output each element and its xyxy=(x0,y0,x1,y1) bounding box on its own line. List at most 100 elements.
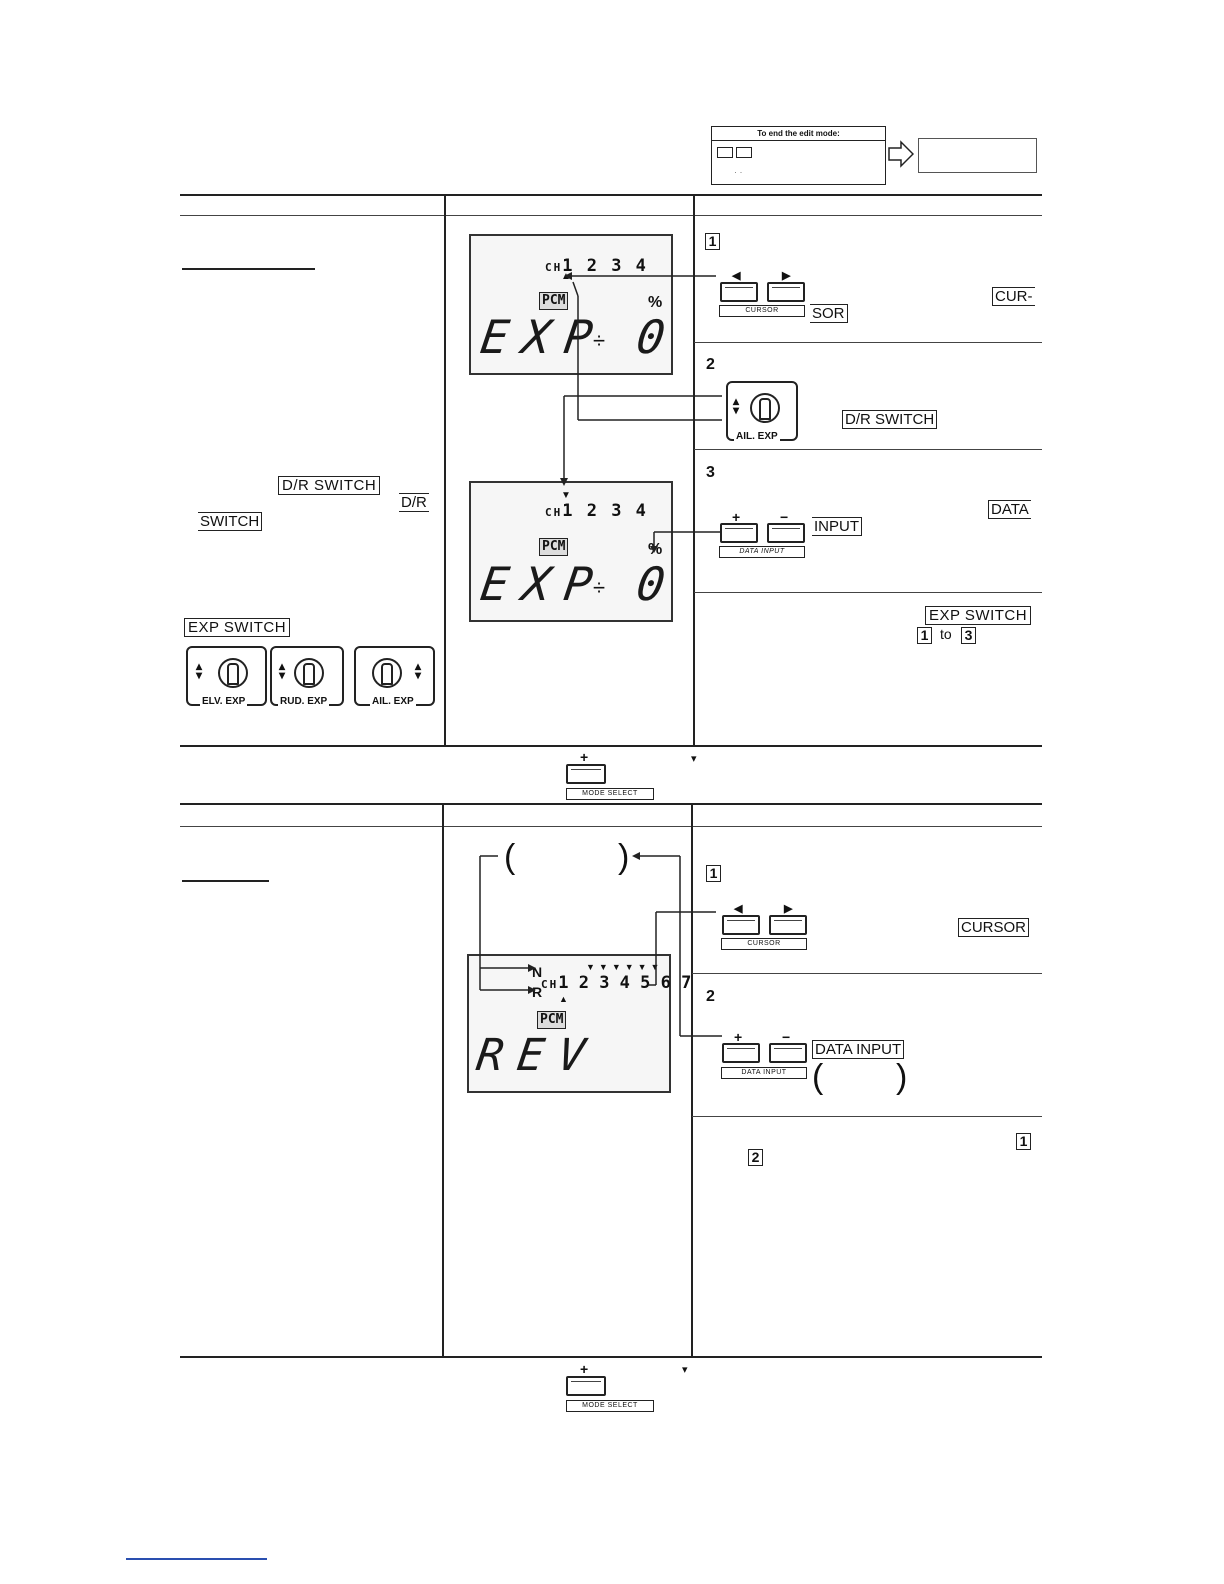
minus-icon: − xyxy=(782,1029,791,1045)
section1-bottom-rule xyxy=(180,745,1042,747)
ail-exp-switch-step2[interactable]: ▴▾ AIL. EXP xyxy=(726,381,798,442)
lcd-divider: ÷ xyxy=(593,328,606,353)
cursor-right-button[interactable] xyxy=(767,282,805,302)
note-ref-1: 1 xyxy=(1016,1133,1031,1150)
plus-button[interactable] xyxy=(720,523,758,543)
s2-step1-separator xyxy=(692,973,1042,974)
step3-number: 3 xyxy=(706,464,715,481)
section2-header-rule xyxy=(180,826,1042,827)
pcm-indicator: PCM xyxy=(539,292,569,310)
step3-separator xyxy=(694,592,1042,593)
rud-exp-switch[interactable]: ▴▾ RUD. EXP xyxy=(270,646,344,707)
lcd-value: 0 xyxy=(633,557,683,611)
switch-label: RUD. EXP xyxy=(278,696,330,707)
section2-col-divider-2 xyxy=(691,803,693,1357)
note-ref-2: 2 xyxy=(748,1149,763,1166)
cursor-left-arrow-icon: ◀ xyxy=(734,903,743,915)
section2-col-divider-1 xyxy=(442,803,444,1357)
exp-switch-label: EXP SWITCH xyxy=(184,618,291,637)
plus-icon: + xyxy=(734,1029,743,1045)
mode-select-label: MODE SELECT xyxy=(566,1400,654,1412)
pcm-indicator: PCM xyxy=(537,1011,567,1029)
channel-cursor-arrow-icon: ▼ xyxy=(561,490,571,501)
channel-cursor-arrow-icon: ▲ xyxy=(561,271,571,282)
lcd-mode-text: EXP xyxy=(477,557,610,611)
dr-switch-ref: D/R SWITCH xyxy=(278,476,381,495)
plus-button[interactable] xyxy=(722,1043,760,1063)
section1-top-rule xyxy=(180,194,1042,196)
switch-label: ELV. EXP xyxy=(200,696,248,707)
dr-switch-ref-step2: D/R SWITCH xyxy=(842,410,938,429)
r-indicator: R xyxy=(532,984,543,1000)
cursor-ref-part1: CUR- xyxy=(992,287,1035,306)
ch-text: CH xyxy=(545,261,563,274)
ch-text: CH xyxy=(545,506,563,519)
channel-numbers: 1 2 3 4 5 6 7 xyxy=(558,973,692,993)
mode-select-button[interactable] xyxy=(566,764,606,784)
minus-icon: − xyxy=(780,509,789,525)
edit-mode-key-icon xyxy=(717,147,733,158)
up-down-arrow-icon: ▴▾ xyxy=(414,659,422,682)
plus-icon: + xyxy=(580,749,589,765)
open-paren: ( xyxy=(812,1058,824,1096)
channel-numbers: 1 2 3 4 xyxy=(562,501,648,521)
section2-heading-underline xyxy=(182,880,269,882)
section1-col-divider-1 xyxy=(444,194,446,747)
edit-mode-dots: · · xyxy=(734,167,743,177)
minus-button[interactable] xyxy=(767,523,805,543)
cursor-ref-part2: SOR xyxy=(810,304,848,323)
up-down-arrow-icon: ▴▾ xyxy=(278,659,286,682)
section2-top-rule xyxy=(180,803,1042,805)
step2-separator xyxy=(694,449,1042,450)
cursor-right-button[interactable] xyxy=(769,915,807,935)
close-paren: ) xyxy=(896,1058,908,1096)
edit-mode-box: To end the edit mode: · · xyxy=(711,126,886,185)
toggle-switch-icon xyxy=(294,658,324,688)
hollow-right-arrow-icon xyxy=(888,140,914,168)
lcd-display-reverse: N ▼▼▼▼▼▼ CH1 2 3 4 5 6 7 R ▲ PCM REV xyxy=(467,954,691,1093)
edit-mode-result-box xyxy=(918,138,1037,173)
lcd-divider: ÷ xyxy=(593,575,606,600)
exp-switch-ref: EXP SWITCH xyxy=(925,606,1032,625)
switch-label: AIL. EXP xyxy=(370,696,416,707)
section1-heading-underline xyxy=(182,268,315,270)
data-ref-part2: INPUT xyxy=(812,517,862,536)
elv-exp-switch[interactable]: ▴▾ ELV. EXP xyxy=(186,646,267,707)
section2-bottom-rule xyxy=(180,1356,1042,1358)
cursor-left-button[interactable] xyxy=(720,282,758,302)
plus-icon: + xyxy=(732,509,741,525)
section1-col-divider-2 xyxy=(693,194,695,747)
mode-select-label: MODE SELECT xyxy=(566,788,654,800)
cursor-left-button[interactable] xyxy=(722,915,760,935)
channel-numbers: 1 2 3 4 xyxy=(562,256,648,276)
range-to-word: to xyxy=(940,626,952,642)
mode-select-button[interactable] xyxy=(566,1376,606,1396)
edit-mode-title: To end the edit mode: xyxy=(712,127,885,141)
step2-number: 2 xyxy=(706,356,715,373)
cursor-left-arrow-icon: ◀ xyxy=(732,270,741,282)
edit-mode-key-icon xyxy=(736,147,752,158)
s2-step2-number: 2 xyxy=(706,988,715,1005)
toggle-switch-icon xyxy=(750,393,780,423)
range-to-number: 3 xyxy=(961,627,976,644)
section1-header-rule xyxy=(180,215,1042,216)
data-input-key-label: DATA INPUT xyxy=(719,546,805,558)
up-down-arrow-icon: ▴▾ xyxy=(732,394,740,417)
minus-button[interactable] xyxy=(769,1043,807,1063)
cursor-key-label: CURSOR xyxy=(719,305,805,317)
ail-exp-switch[interactable]: ▴▾ AIL. EXP xyxy=(354,646,435,707)
n-indicator: N xyxy=(532,964,543,980)
data-input-key-label: DATA INPUT xyxy=(721,1067,807,1079)
data-input-ref: DATA INPUT xyxy=(812,1040,905,1059)
step1-number: 1 xyxy=(705,233,720,250)
cursor-ref: CURSOR xyxy=(958,918,1030,937)
cursor-key-label: CURSOR xyxy=(721,938,807,950)
range-from-number: 1 xyxy=(917,627,932,644)
dr-switch-ref-part1: D/R xyxy=(399,493,429,512)
percent-sign: % xyxy=(648,294,663,311)
lcd-mode-text: EXP xyxy=(477,310,610,364)
cursor-right-arrow-icon: ▶ xyxy=(782,270,791,282)
ch-text: CH xyxy=(541,978,559,991)
ch-row: CH1 2 3 4 5 6 7 xyxy=(541,973,691,993)
footer-rule xyxy=(126,1558,267,1560)
